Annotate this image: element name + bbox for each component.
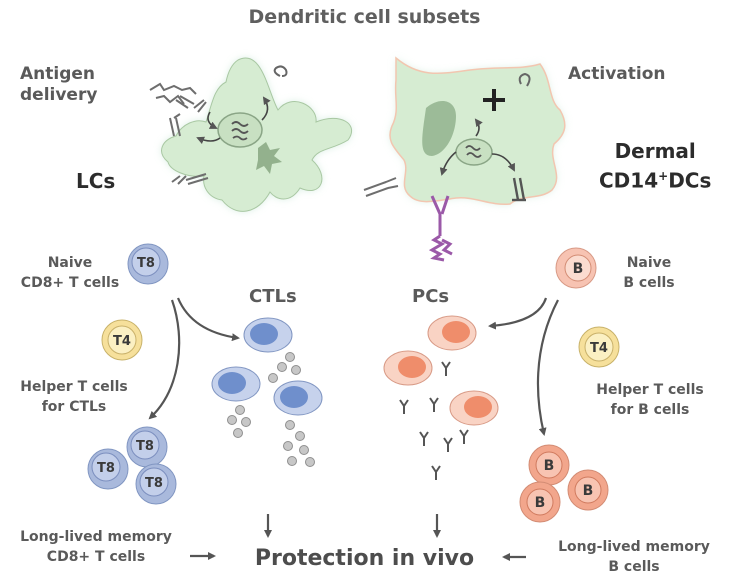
naive-cd8-line-2: CD8+ T cells [20, 275, 120, 291]
naive-t8-label: T8 [137, 256, 155, 271]
cd14-text: CD14 [599, 168, 659, 193]
antigen-delivery-label: Antigen delivery [20, 64, 97, 106]
memory-t8-cells [87, 426, 177, 505]
dermal-label-line-1: Dermal [614, 139, 696, 163]
memory-b-line-1: Long-lived memory [558, 539, 710, 555]
cd14-superscript: + [658, 169, 669, 183]
dermal-label-line-2: CD14+DCs [599, 164, 711, 194]
naive-b-label: B [573, 261, 584, 277]
naive-b-cell [555, 247, 597, 289]
naive-b-line-1: Naive [626, 255, 672, 271]
helper-t4-cell-left [101, 319, 143, 361]
diagram-title: Dendritic cell subsets [248, 6, 481, 28]
helper-b-label: Helper T cells for B cells [582, 380, 718, 420]
antibody-icons [399, 361, 469, 480]
memory-t8-label-2: T8 [97, 461, 115, 476]
dermal-nucleus [455, 138, 493, 166]
naive-b-cells-label: Naive B cells [614, 253, 684, 293]
dermal-dc-label: Dermal CD14+DCs [599, 139, 711, 194]
memory-b-label-1: B [544, 458, 555, 474]
helper-t4-label-left: T4 [113, 334, 131, 349]
memory-b-label: Long-lived memory B cells [546, 537, 722, 577]
helper-ctl-line-2: for CTLs [41, 399, 107, 415]
antigen-molecule-icon [149, 82, 209, 185]
memory-t8-label-1: T8 [136, 439, 154, 454]
lcs-label: LCs [76, 169, 116, 193]
dc-receptor-icon [363, 177, 399, 197]
naive-to-memory-b-arrow [536, 299, 559, 436]
memory-cd8-line-2: CD8+ T cells [46, 549, 146, 565]
memory-b-label-2: B [583, 483, 594, 499]
dermal-organelle [422, 101, 456, 156]
naive-to-ctl-arrow [176, 297, 240, 342]
pcs-label: PCs [412, 286, 450, 307]
dermal-dc-cell [389, 56, 566, 205]
lc-chromatin [231, 121, 249, 141]
helper-b-line-2: for B cells [610, 402, 690, 418]
memory-b-line-2: B cells [608, 559, 660, 575]
dcs-text: DCs [668, 168, 712, 193]
protection-in-vivo-label: Protection in vivo [254, 546, 475, 571]
helper-ctl-line-1: Helper T cells [20, 379, 128, 395]
activation-label: Activation [568, 64, 666, 84]
arrows [148, 297, 559, 561]
naive-to-pc-arrow [488, 297, 548, 330]
memory-cd8-label: Long-lived memory CD8+ T cells [6, 527, 186, 567]
langerhans-cell [161, 57, 353, 212]
memory-b-cells [519, 444, 609, 523]
antigen-delivery-line-2: delivery [20, 85, 98, 105]
lc-organelle [256, 142, 282, 174]
memory-cd8-line-1: Long-lived memory [20, 529, 172, 545]
naive-to-memory-t-arrow [148, 299, 181, 420]
lc-endocytic-icon [273, 65, 288, 77]
antigen-delivery-line-1: Antigen [20, 64, 96, 84]
naive-cd8-line-1: Naive [47, 255, 93, 271]
cytotoxic-granules [227, 352, 315, 467]
helper-b-line-1: Helper T cells [596, 382, 704, 398]
helper-t4-label-right: T4 [590, 341, 608, 356]
dc-endocytic-icon [518, 72, 531, 87]
memory-t8-label-3: T8 [145, 476, 163, 491]
naive-b-line-2: B cells [623, 275, 675, 291]
ctl-cells [211, 317, 323, 416]
activation-plus-icon [483, 89, 505, 111]
naive-cd8-label: Naive CD8+ T cells [15, 253, 125, 293]
memory-b-label-3: B [535, 495, 546, 511]
ctls-label: CTLs [249, 286, 297, 307]
receptor-antibody-icon [428, 195, 453, 262]
plasma-cells [383, 315, 499, 426]
naive-t8-cell [127, 243, 169, 285]
helper-t4-cell-right [578, 326, 620, 368]
helper-ctl-label: Helper T cells for CTLs [14, 377, 134, 417]
